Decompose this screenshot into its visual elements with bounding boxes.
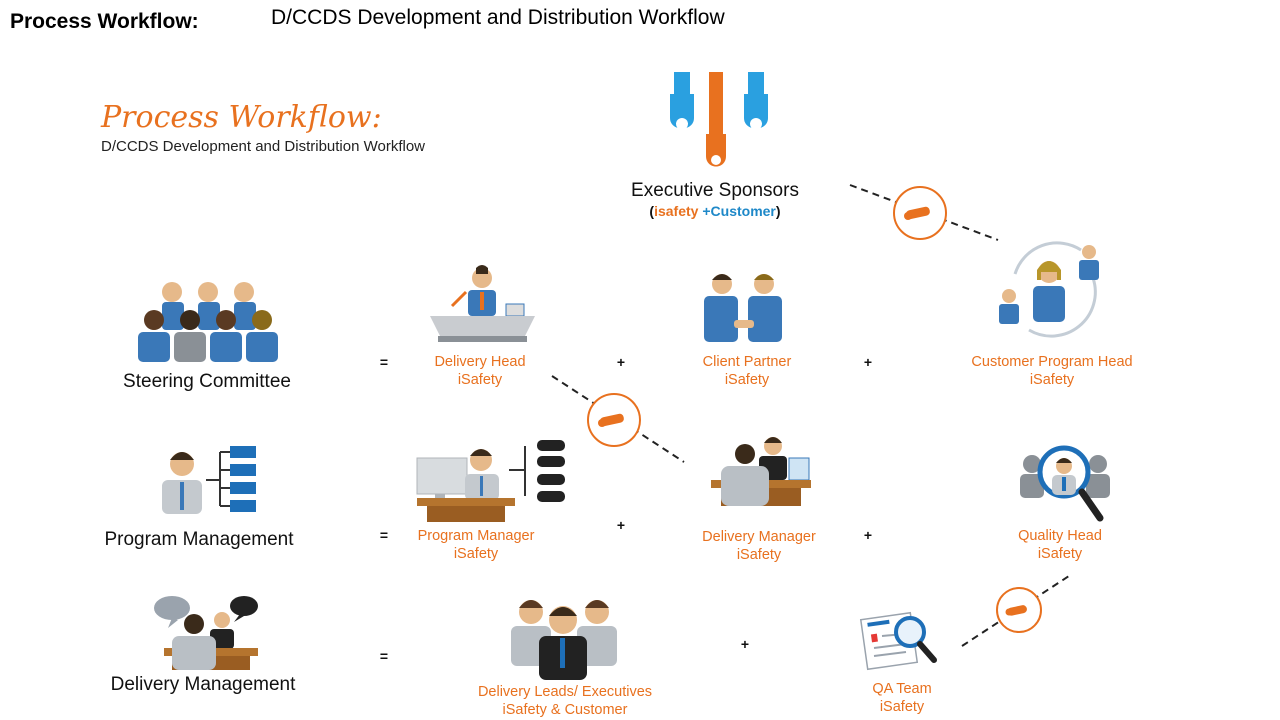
role-pm-title: Program Manager bbox=[417, 528, 535, 544]
role-customer-program-head: Customer Program Head iSafety bbox=[942, 353, 1162, 389]
role-qh-org: iSafety bbox=[1037, 546, 1083, 562]
sub-customer: Customer bbox=[710, 203, 776, 219]
plus-operator: + bbox=[863, 354, 873, 370]
sub-isafety: isafety bbox=[654, 203, 699, 219]
magnifier-person-icon bbox=[1020, 445, 1110, 522]
role-dl-title: Delivery Leads/ Executives bbox=[477, 684, 653, 700]
role-qh-title: Quality Head bbox=[1018, 528, 1102, 544]
document-search-icon bbox=[859, 611, 937, 671]
role-cph-org: iSafety bbox=[1029, 372, 1075, 388]
sub-open: ( bbox=[649, 203, 655, 219]
role-delivery-head-org: iSafety bbox=[457, 372, 503, 388]
equals-operator: = bbox=[379, 648, 389, 664]
role-client-partner-org: iSafety bbox=[724, 372, 770, 388]
slide-title: Process Workflow: bbox=[101, 100, 382, 135]
role-delivery-manager: Delivery Manager iSafety bbox=[649, 528, 869, 564]
plus-operator: + bbox=[616, 354, 626, 370]
plus-operator: + bbox=[616, 517, 626, 533]
team-icon bbox=[511, 600, 617, 680]
header-title: D/CCDS Development and Distribution Work… bbox=[271, 6, 725, 29]
role-delivery-head: Delivery Head iSafety bbox=[370, 353, 590, 389]
scroll-icon bbox=[996, 587, 1042, 633]
role-qa-title: QA Team bbox=[872, 681, 932, 697]
role-cph-title: Customer Program Head bbox=[971, 354, 1133, 370]
handshake-icon bbox=[704, 274, 782, 342]
header-label: Process Workflow: bbox=[10, 10, 199, 33]
equals-operator: = bbox=[379, 354, 389, 370]
role-delivery-leads: Delivery Leads/ Executives iSafety & Cus… bbox=[455, 683, 675, 719]
executive-sponsors-label: Executive Sponsors bbox=[631, 180, 799, 201]
row-label-steering: Steering Committee bbox=[123, 371, 291, 392]
handshake-hands-icon bbox=[670, 72, 768, 167]
role-quality-head: Quality Head iSafety bbox=[950, 527, 1170, 563]
role-dm-title: Delivery Manager bbox=[702, 529, 816, 545]
sub-plus: + bbox=[698, 203, 711, 219]
role-pm-org: iSafety bbox=[453, 546, 499, 562]
plus-operator: + bbox=[740, 636, 750, 652]
role-program-manager: Program Manager iSafety bbox=[366, 527, 586, 563]
role-client-partner: Client Partner iSafety bbox=[637, 353, 857, 389]
group-icon bbox=[138, 282, 278, 362]
row-label-delivery: Delivery Management bbox=[110, 674, 296, 695]
sub-close: ) bbox=[775, 203, 781, 219]
speech-bubbles-icon bbox=[154, 596, 258, 670]
slide-subtitle: D/CCDS Development and Distribution Work… bbox=[101, 138, 426, 155]
equals-operator: = bbox=[379, 527, 389, 543]
cycle-people-icon bbox=[999, 241, 1099, 338]
plus-operator: + bbox=[863, 527, 873, 543]
role-delivery-head-title: Delivery Head bbox=[434, 354, 526, 370]
role-client-partner-title: Client Partner bbox=[702, 354, 792, 370]
org-chart-icon bbox=[162, 446, 256, 514]
row-label-program: Program Management bbox=[104, 529, 294, 550]
presenter-podium-icon bbox=[430, 265, 535, 342]
scroll-icon bbox=[893, 186, 947, 240]
executive-sponsors-sub: (isafety +Customer) bbox=[600, 203, 830, 219]
role-qa-team: QA Team iSafety bbox=[792, 680, 1012, 716]
role-dm-org: iSafety bbox=[736, 547, 782, 563]
meeting-desk-icon bbox=[711, 437, 811, 506]
role-dl-org: iSafety & Customer bbox=[502, 702, 628, 718]
role-qa-org: iSafety bbox=[879, 699, 925, 715]
desktop-worker-icon bbox=[416, 440, 565, 522]
scroll-icon bbox=[587, 393, 641, 447]
